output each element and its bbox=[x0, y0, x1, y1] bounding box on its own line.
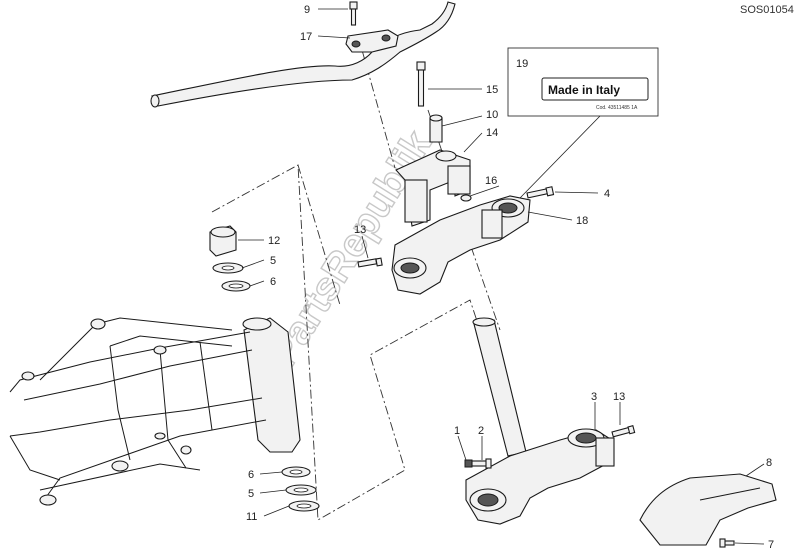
callout-3: 3 bbox=[591, 391, 597, 403]
callout-labels: 9 17 19 15 10 14 16 4 18 13 12 5 6 3 13 … bbox=[246, 4, 774, 551]
label-plate-box: Made in Italy Cod. 43511485 1A bbox=[507, 47, 659, 199]
protective-cover bbox=[639, 473, 777, 546]
callout-17: 17 bbox=[300, 31, 312, 43]
callout-6-upper: 6 bbox=[270, 276, 276, 288]
screw-2 bbox=[471, 458, 492, 469]
label-code-text: Cod. 43511485 1A bbox=[596, 105, 638, 111]
dust-seal-lower bbox=[288, 500, 320, 512]
clamp-bolt bbox=[526, 186, 555, 199]
lower-triple-clamp bbox=[465, 428, 615, 525]
riser-screw bbox=[416, 61, 426, 107]
screw-1 bbox=[464, 459, 473, 468]
callout-13-lower: 13 bbox=[613, 391, 625, 403]
callout-7: 7 bbox=[768, 539, 774, 551]
callout-6-lower: 6 bbox=[248, 469, 254, 481]
callout-16: 16 bbox=[485, 175, 497, 187]
upper-triple-clamp bbox=[391, 195, 531, 295]
handlebar-riser bbox=[395, 149, 471, 227]
leader-lines bbox=[238, 8, 765, 545]
callout-9: 9 bbox=[304, 4, 310, 16]
steering-nut bbox=[209, 225, 237, 257]
diagram-code: SOS01054 bbox=[740, 4, 794, 16]
callout-19: 19 bbox=[516, 58, 528, 70]
handlebar-clamp bbox=[345, 29, 399, 53]
bearing-lower bbox=[281, 466, 311, 478]
callout-14: 14 bbox=[486, 127, 498, 139]
motorcycle-frame bbox=[9, 317, 301, 506]
callout-5-lower: 5 bbox=[248, 488, 254, 500]
washer-16 bbox=[460, 194, 472, 202]
callout-10: 10 bbox=[486, 109, 498, 121]
callout-1: 1 bbox=[454, 425, 460, 437]
riser-bushing bbox=[429, 114, 443, 143]
washer-lower bbox=[285, 484, 317, 496]
cover-screw bbox=[719, 538, 735, 548]
pinch-screw-lower bbox=[611, 425, 636, 438]
bearing-upper bbox=[221, 280, 251, 292]
callout-18: 18 bbox=[576, 215, 588, 227]
callout-8: 8 bbox=[766, 457, 772, 469]
callout-13-upper: 13 bbox=[354, 224, 366, 236]
clamp-screw bbox=[349, 1, 358, 26]
callout-4: 4 bbox=[604, 188, 610, 200]
handlebar bbox=[150, 1, 456, 108]
callout-2: 2 bbox=[478, 425, 484, 437]
pinch-screw-upper bbox=[357, 257, 383, 268]
callout-11: 11 bbox=[246, 511, 257, 523]
assembly-dash-lines bbox=[211, 49, 501, 521]
washer-upper bbox=[212, 262, 244, 274]
made-in-italy-label: Made in Italy bbox=[548, 83, 620, 97]
callout-15: 15 bbox=[486, 84, 498, 96]
callout-5-upper: 5 bbox=[270, 255, 276, 267]
callout-12: 12 bbox=[268, 235, 280, 247]
